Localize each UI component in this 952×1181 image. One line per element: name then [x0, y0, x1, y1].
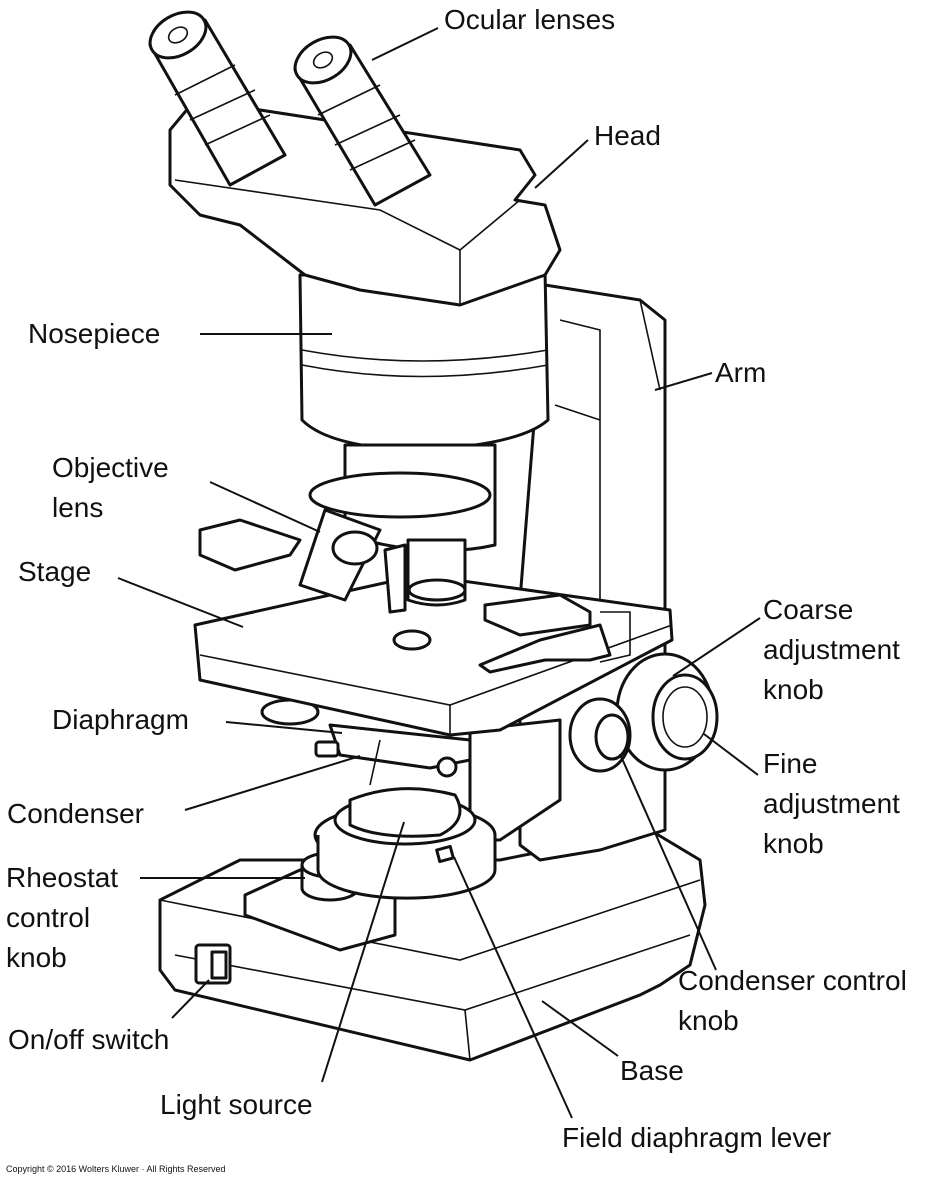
label-arm: Arm: [715, 357, 767, 388]
on-off-switch-shape: [194, 943, 232, 985]
label-objective-lens-line2: lens: [52, 492, 104, 523]
label-diaphragm: Diaphragm: [52, 704, 189, 735]
label-on-off-switch: On/off switch: [8, 1024, 170, 1055]
label-ocular-lenses: Ocular lenses: [444, 4, 616, 35]
nosepiece-shape: [298, 268, 550, 553]
label-objective-lens-line1: Objective: [52, 452, 169, 483]
label-rheostat-line1: Rheostat: [6, 862, 119, 893]
label-light-source: Light source: [160, 1089, 313, 1120]
leader-lines: [117, 27, 761, 1119]
label-fine-line3: knob: [763, 828, 824, 859]
label-rheostat-line2: control: [6, 902, 91, 933]
ocular-tubes-shape: [148, 10, 432, 207]
stage-shape: [193, 518, 674, 737]
focus-knobs-shape: [568, 652, 719, 773]
label-base: Base: [620, 1055, 684, 1086]
label-field-diaphragm-lever: Field diaphragm lever: [562, 1122, 832, 1153]
label-condenser-control-line2: knob: [678, 1005, 739, 1036]
label-coarse-line1: Coarse: [763, 594, 854, 625]
condenser-shape: [260, 698, 472, 786]
label-coarse-line3: knob: [763, 674, 824, 705]
label-fine-line2: adjustment: [763, 788, 900, 819]
label-condenser: Condenser: [7, 798, 144, 829]
label-fine-line1: Fine: [763, 748, 818, 779]
light-housing-shape: [313, 718, 562, 900]
label-stage: Stage: [18, 556, 92, 587]
objectives-shape: [298, 508, 467, 614]
copyright-notice: Copyright © 2016 Wolters Kluwer · All Ri…: [6, 1164, 226, 1174]
label-rheostat-line3: knob: [6, 942, 67, 973]
label-head: Head: [594, 120, 661, 151]
label-condenser-control-line1: Condenser control: [678, 965, 907, 996]
label-nosepiece: Nosepiece: [28, 318, 161, 349]
label-coarse-line2: adjustment: [763, 634, 900, 665]
